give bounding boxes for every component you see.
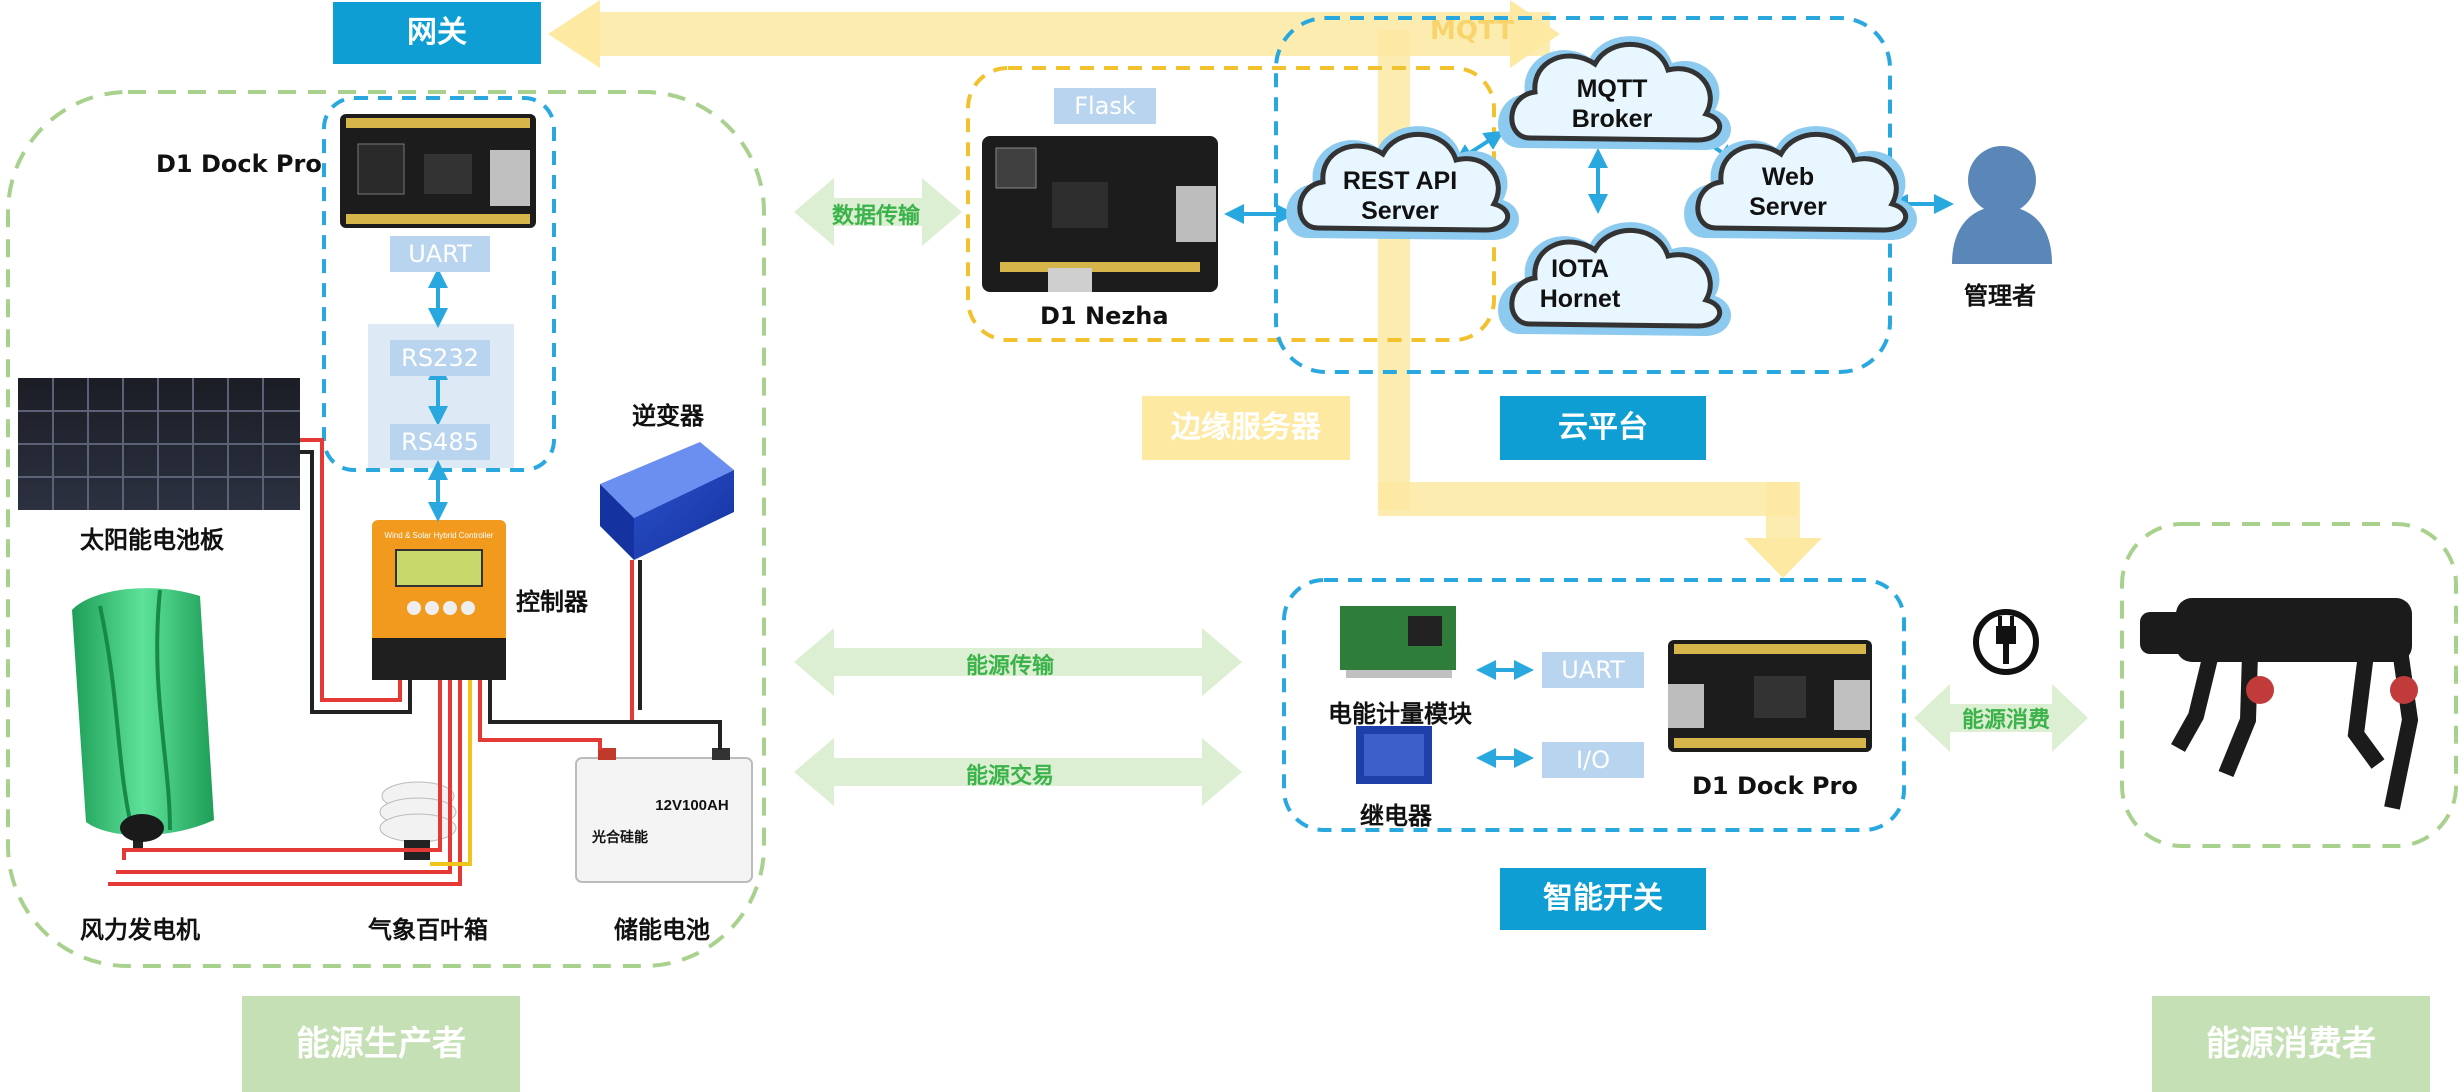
meter-module-label: 电能计量模块	[1328, 700, 1472, 728]
storage-battery: 12V100AH 光合硅能	[575, 748, 753, 883]
consumer-title: 能源消费者	[2152, 996, 2430, 1092]
battery-brand-text: 光合硅能	[591, 829, 648, 846]
charge-controller: Wind & Solar Hybrid Controller	[372, 520, 506, 680]
nezha-board-label: D1 Nezha	[1040, 302, 1169, 330]
power-wiring	[108, 438, 722, 886]
green-arrows	[794, 178, 2088, 806]
data-transfer-label: 数据传输	[832, 204, 921, 229]
controller-label: 控制器	[516, 588, 588, 616]
energy-transfer-label: 能源传输	[966, 654, 1055, 679]
battery-spec-text: 12V100AH	[655, 797, 728, 814]
admin-label: 管理者	[1964, 282, 2036, 310]
rest-api-line2: Server	[1361, 197, 1439, 225]
edge-server-title: 边缘服务器	[1142, 396, 1350, 460]
gateway-rs485-chip: RS485	[390, 424, 490, 460]
battery-label: 储能电池	[614, 916, 710, 944]
iota-hornet-line2: Hornet	[1539, 285, 1621, 313]
wind-label: 风力发电机	[80, 916, 200, 944]
gateway-title: 网关	[333, 2, 541, 64]
relay-label: 继电器	[1360, 802, 1432, 830]
switch-uart-chip: UART	[1542, 652, 1644, 688]
admin-person-icon	[1952, 146, 2052, 264]
mqtt-broker-line2: Broker	[1571, 105, 1653, 133]
cloud-platform-title: 云平台	[1500, 396, 1706, 460]
smart-switch-title: 智能开关	[1500, 868, 1706, 930]
rest-api-text: REST API Server	[1312, 166, 1488, 226]
rest-api-line1: REST API	[1342, 167, 1458, 195]
d1-dock-pro-board-gateway	[340, 114, 536, 228]
cloud-box	[1274, 16, 1892, 374]
energy-consume-label: 能源消费	[1962, 708, 2051, 733]
mqtt-broker-text: MQTT Broker	[1524, 74, 1700, 134]
power-plug-icon	[1973, 609, 2039, 675]
web-server-text: Web Server	[1700, 162, 1876, 222]
wind-turbine	[72, 588, 214, 850]
inverter-label: 逆变器	[632, 402, 704, 430]
energy-trade-label: 能源交易	[966, 764, 1055, 789]
relay-component	[1356, 726, 1432, 784]
flask-chip: Flask	[1054, 88, 1156, 124]
gateway-uart-chip: UART	[390, 236, 490, 272]
web-server-line2: Server	[1749, 193, 1827, 221]
web-server-line1: Web	[1761, 163, 1815, 191]
iota-hornet-line1: IOTA	[1551, 255, 1609, 283]
controller-panel-text: Wind & Solar Hybrid Controller	[385, 531, 494, 540]
smart-switch-box	[1282, 578, 1906, 832]
switch-board-label: D1 Dock Pro	[1692, 772, 1858, 800]
consumer-zone	[2120, 522, 2458, 848]
weather-shelter	[379, 781, 457, 860]
solar-panel	[18, 378, 300, 510]
gateway-rs232-chip: RS232	[390, 340, 490, 376]
switch-io-chip: I/O	[1542, 742, 1644, 778]
mqtt-flow-label: MQTT	[1430, 16, 1515, 46]
d1-nezha-board	[982, 136, 1218, 292]
weather-box-label: 气象百叶箱	[368, 916, 488, 944]
mqtt-flow-arrow	[548, 0, 1822, 578]
d1-dock-pro-board-switch	[1668, 640, 1872, 752]
producer-title: 能源生产者	[242, 996, 520, 1092]
gateway-board-label: D1 Dock Pro	[156, 150, 322, 178]
inverter	[600, 442, 734, 560]
producer-zone	[6, 90, 766, 968]
iota-hornet-text: IOTA Hornet	[1500, 254, 1660, 314]
mqtt-broker-line1: MQTT	[1576, 75, 1648, 103]
robot-dog	[2140, 598, 2419, 810]
energy-meter-module	[1340, 606, 1456, 678]
solar-label: 太阳能电池板	[80, 526, 224, 554]
